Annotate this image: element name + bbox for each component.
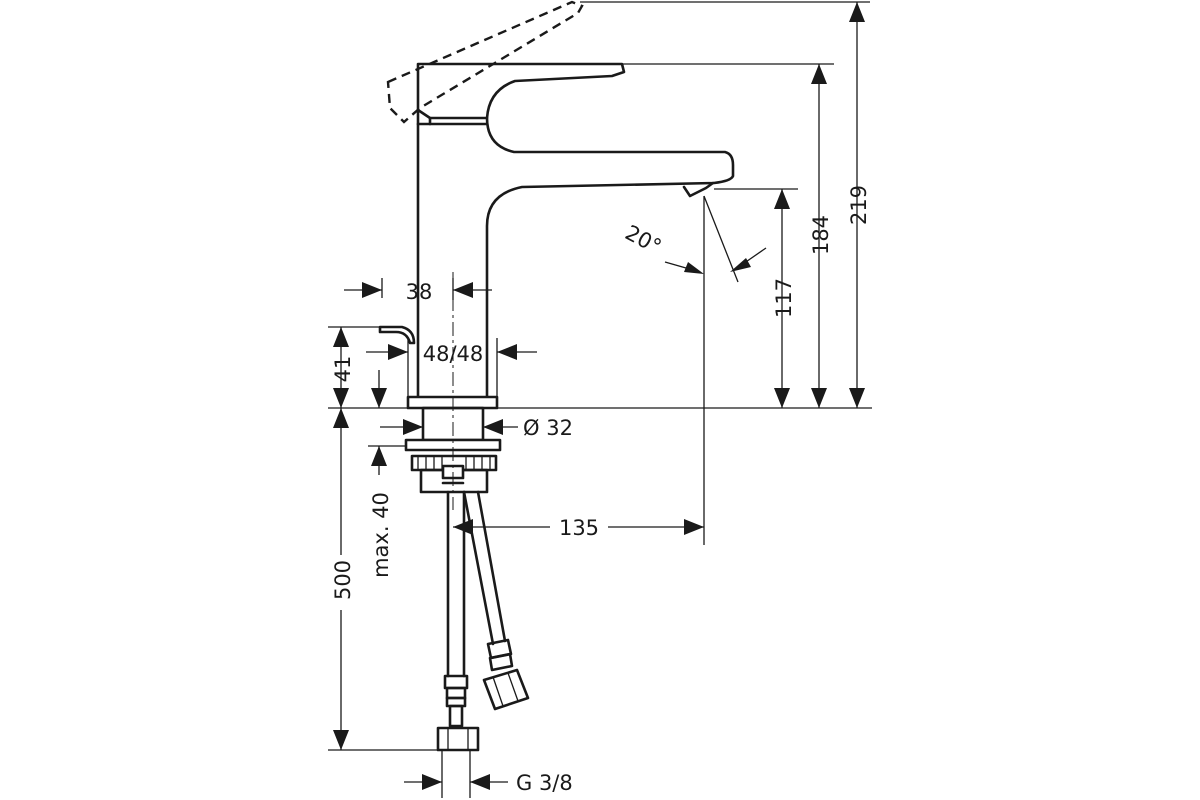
dimension-lever-height: 184: [809, 64, 833, 408]
dimension-thread: G 3/8: [404, 771, 573, 795]
supply-hoses: [436, 490, 530, 752]
dim-thread-label: G 3/8: [516, 771, 573, 795]
dim-drain-height-label: 41: [331, 356, 355, 383]
dim-base-width-label: 48/48: [423, 342, 484, 366]
hose-nut-right: [482, 668, 530, 711]
faucet-body: [378, 0, 735, 510]
extension-lines: [328, 1, 872, 798]
dimension-base-width: 48/48: [366, 338, 537, 397]
dimension-total-height: 219: [847, 2, 871, 408]
fixing-nut: [410, 454, 498, 494]
dim-max-thickness-label: max. 40: [369, 492, 393, 578]
dim-bore-diameter-label: Ø 32: [523, 416, 573, 440]
dimension-spout-reach: 135: [453, 516, 704, 540]
dimension-spout-height: 117: [772, 189, 796, 408]
dim-hose-length-label: 500: [331, 560, 355, 600]
dim-lever-height-label: 184: [809, 215, 833, 255]
dimension-bore-diameter: Ø 32: [380, 416, 573, 440]
pop-up-rod: [378, 325, 416, 345]
dimension-drain-height: 41: [331, 327, 387, 408]
faucet-body-outline: [416, 108, 735, 400]
dimension-hose-length: 500: [331, 408, 355, 750]
dim-spout-reach-label: 135: [559, 516, 599, 540]
dim-body-width-label: 38: [406, 280, 433, 304]
hose-nut-left: [436, 726, 480, 752]
aerator: [682, 181, 715, 198]
dimension-max-thickness: max. 40: [368, 445, 406, 578]
dim-spout-height-label: 117: [772, 278, 796, 318]
lever: [416, 62, 626, 120]
dimension-spray-angle: 20°: [621, 220, 767, 274]
lever-open-position: [386, 0, 584, 124]
dim-total-height-label: 219: [847, 185, 871, 225]
dimension-body-width: 38: [344, 278, 492, 304]
dim-spray-angle-label: 20°: [621, 220, 665, 259]
